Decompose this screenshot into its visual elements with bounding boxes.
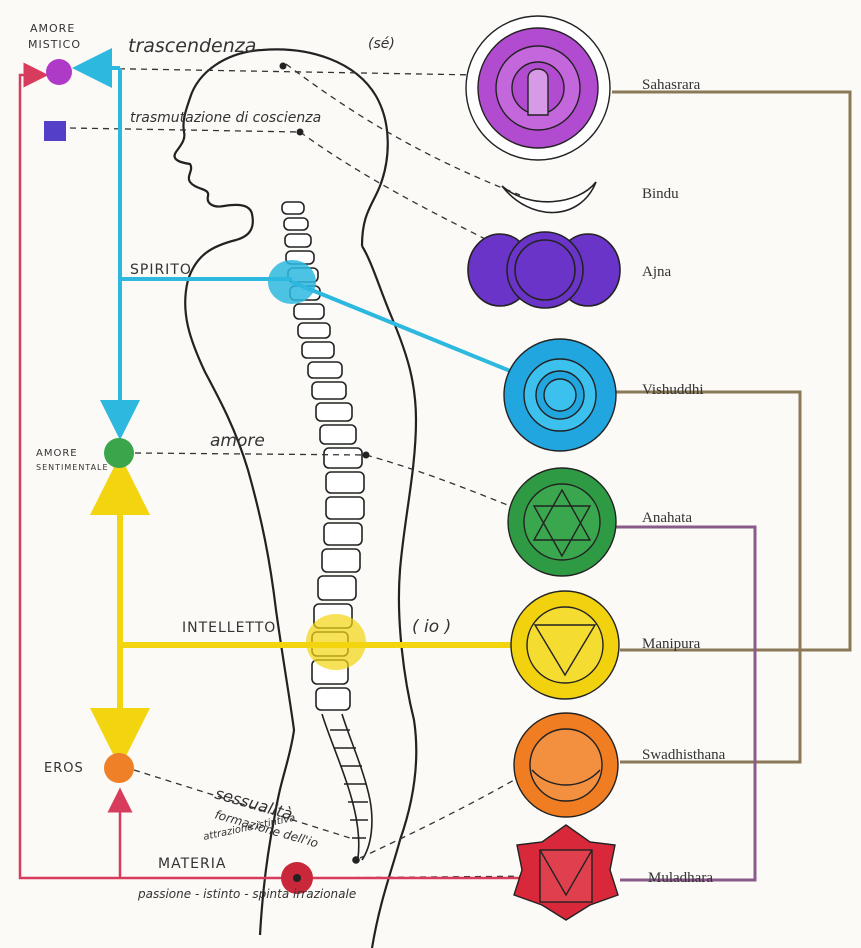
amore-sentimentale-node: [104, 438, 134, 468]
bindu-crescent: [501, 181, 597, 214]
intelletto-label: INTELLETTO: [182, 620, 276, 636]
ajna-chakra: [467, 231, 621, 309]
heart-dot: [362, 451, 370, 459]
spirito-label: SPIRITO: [130, 262, 192, 278]
crown-dot: [279, 62, 287, 70]
chakra-label-swadhisthana: Swadhisthana: [642, 747, 726, 763]
chakra-label-anahata: Anahata: [642, 510, 692, 526]
swadhisthana-chakra: [513, 712, 619, 818]
chakra-label-ajna: Ajna: [642, 264, 672, 280]
human-silhouette: [173, 48, 418, 948]
materia-dot: [293, 874, 301, 882]
cyan-lines: [72, 48, 521, 440]
amore-mistico-label-1: AMORE: [30, 22, 75, 35]
se-label: (sé): [368, 36, 395, 52]
chakra-label-vishuddhi: Vishuddhi: [642, 382, 704, 398]
sahasrara-chakra: [465, 15, 611, 161]
eros-node: [104, 753, 134, 783]
amore-mistico-label-2: MISTICO: [28, 38, 81, 51]
trascendenza-label: trascendenza: [128, 35, 256, 57]
yellow-lines: [90, 455, 520, 768]
amore-mistico-node: [46, 59, 72, 85]
materia-label: MATERIA: [158, 856, 226, 872]
amore-sentimentale-label-1: AMORE: [36, 448, 78, 459]
amore-label: amore: [210, 431, 265, 451]
manipura-chakra: [510, 590, 620, 700]
chakra-label-manipura: Manipura: [642, 636, 701, 652]
chakra-label-bindu: Bindu: [642, 186, 679, 202]
chakra-label-muladhara: Muladhara: [648, 870, 713, 886]
vishuddhi-chakra: [503, 338, 617, 452]
connector-lines: [612, 90, 852, 882]
muladhara-chakra: [513, 824, 619, 921]
red-lines: [18, 62, 520, 880]
trasmutazione-node: [44, 121, 66, 141]
trasmutazione-label: trasmutazione di coscienza: [130, 110, 321, 126]
brow-dot: [296, 128, 304, 136]
io-label: ( io ): [412, 617, 451, 637]
anahata-chakra: [507, 467, 617, 577]
passione-label: passione - istinto - spinta irrazionale: [137, 887, 356, 901]
amore-sentimentale-label-2: SENTIMENTALE: [36, 463, 109, 472]
eros-label: EROS: [44, 761, 84, 776]
chakra-label-sahasrara: Sahasrara: [642, 77, 701, 93]
dashed-connectors: [69, 63, 549, 879]
